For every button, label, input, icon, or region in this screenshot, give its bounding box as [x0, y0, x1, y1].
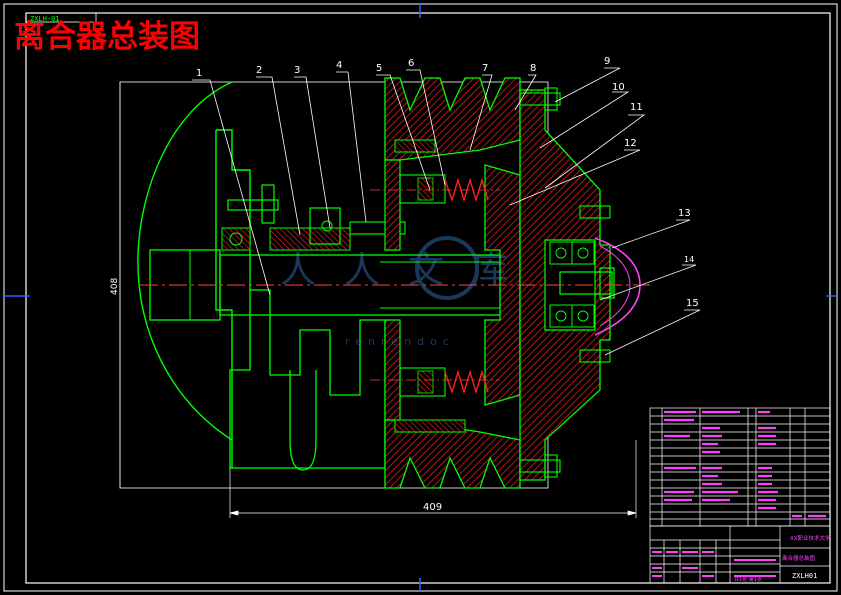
part-number: 6 — [408, 58, 414, 69]
bearing-right-upper-ball — [555, 247, 567, 259]
friction-pad-lower — [394, 419, 466, 433]
screw-upper — [579, 205, 611, 219]
bolt-bottom — [519, 459, 561, 473]
bearing-right-lower-ball — [555, 310, 567, 322]
screw-lower — [579, 349, 611, 363]
pulley-lower — [384, 419, 521, 489]
bolt-top-nut — [544, 87, 558, 111]
part-number: 5 — [376, 63, 382, 74]
top-stamp: ZXLH-01 — [30, 15, 60, 23]
watermark-logo-icon — [415, 236, 479, 300]
part-number: 14 — [684, 255, 694, 264]
release-fork — [229, 250, 386, 469]
title-block-drawing-code: ZXLH01 — [792, 572, 817, 580]
part-labels: 1 2 3 4 5 6 7 8 9 10 11 12 13 14 15 — [196, 56, 699, 309]
part-number: 9 — [604, 56, 610, 67]
bearing-left — [221, 227, 251, 251]
bearing-right-upper2 — [571, 241, 595, 265]
part-number: 12 — [624, 138, 637, 149]
spring-lower — [399, 367, 489, 397]
parts-list-fills — [664, 410, 826, 518]
release-bearing — [309, 207, 341, 245]
leader-lines — [192, 67, 701, 356]
release-bearing-ball — [321, 220, 333, 232]
center-nut-head — [599, 267, 615, 299]
watermark: 人人文库 renrendoc — [280, 236, 536, 348]
part-number: 13 — [678, 208, 691, 219]
end-cap-inner — [599, 245, 631, 327]
title-block-drawing-name: 离合器总装图 — [782, 554, 816, 562]
part-number: 2 — [256, 65, 262, 76]
title-block-school: XX职业技术大学 — [790, 534, 831, 542]
title-block — [649, 525, 831, 584]
bearing-right-lower2 — [571, 304, 595, 328]
spring-upper — [399, 174, 489, 204]
part-number: 15 — [686, 298, 699, 309]
center-nut — [559, 271, 613, 295]
part-number: 8 — [530, 63, 536, 74]
part-number: 4 — [336, 60, 342, 71]
part-number: 1 — [196, 68, 202, 79]
dimension-width — [229, 440, 637, 518]
bearing-left-ball — [229, 232, 243, 246]
part-number: 7 — [482, 63, 488, 74]
watermark-url: renrendoc — [345, 335, 455, 348]
flywheel-housing — [137, 81, 233, 441]
flywheel-flange — [215, 129, 251, 468]
shaft-key — [349, 221, 406, 235]
watermark-logo: 人人文库 — [280, 250, 536, 291]
bearing-right-lower2-ball — [577, 310, 589, 322]
drawing-title: 离合器总装图 — [14, 19, 200, 55]
inner-frame — [25, 12, 831, 584]
pedal-lever — [289, 370, 317, 471]
bolt-left-head — [261, 184, 275, 224]
bolt-left — [227, 199, 279, 211]
dimension-height-value: 408 — [110, 278, 120, 295]
bearing-right-upper2-ball — [577, 247, 589, 259]
title-block-sheet: 共1张 第1张 — [734, 576, 762, 583]
part-number: 11 — [630, 102, 643, 113]
part-number: 10 — [612, 82, 625, 93]
title-block-fills — [652, 551, 776, 577]
stamp-box — [25, 12, 97, 23]
bolt-bottom-nut — [544, 454, 558, 478]
part-number: 3 — [294, 65, 300, 76]
dimension-width-value: 409 — [423, 502, 442, 513]
